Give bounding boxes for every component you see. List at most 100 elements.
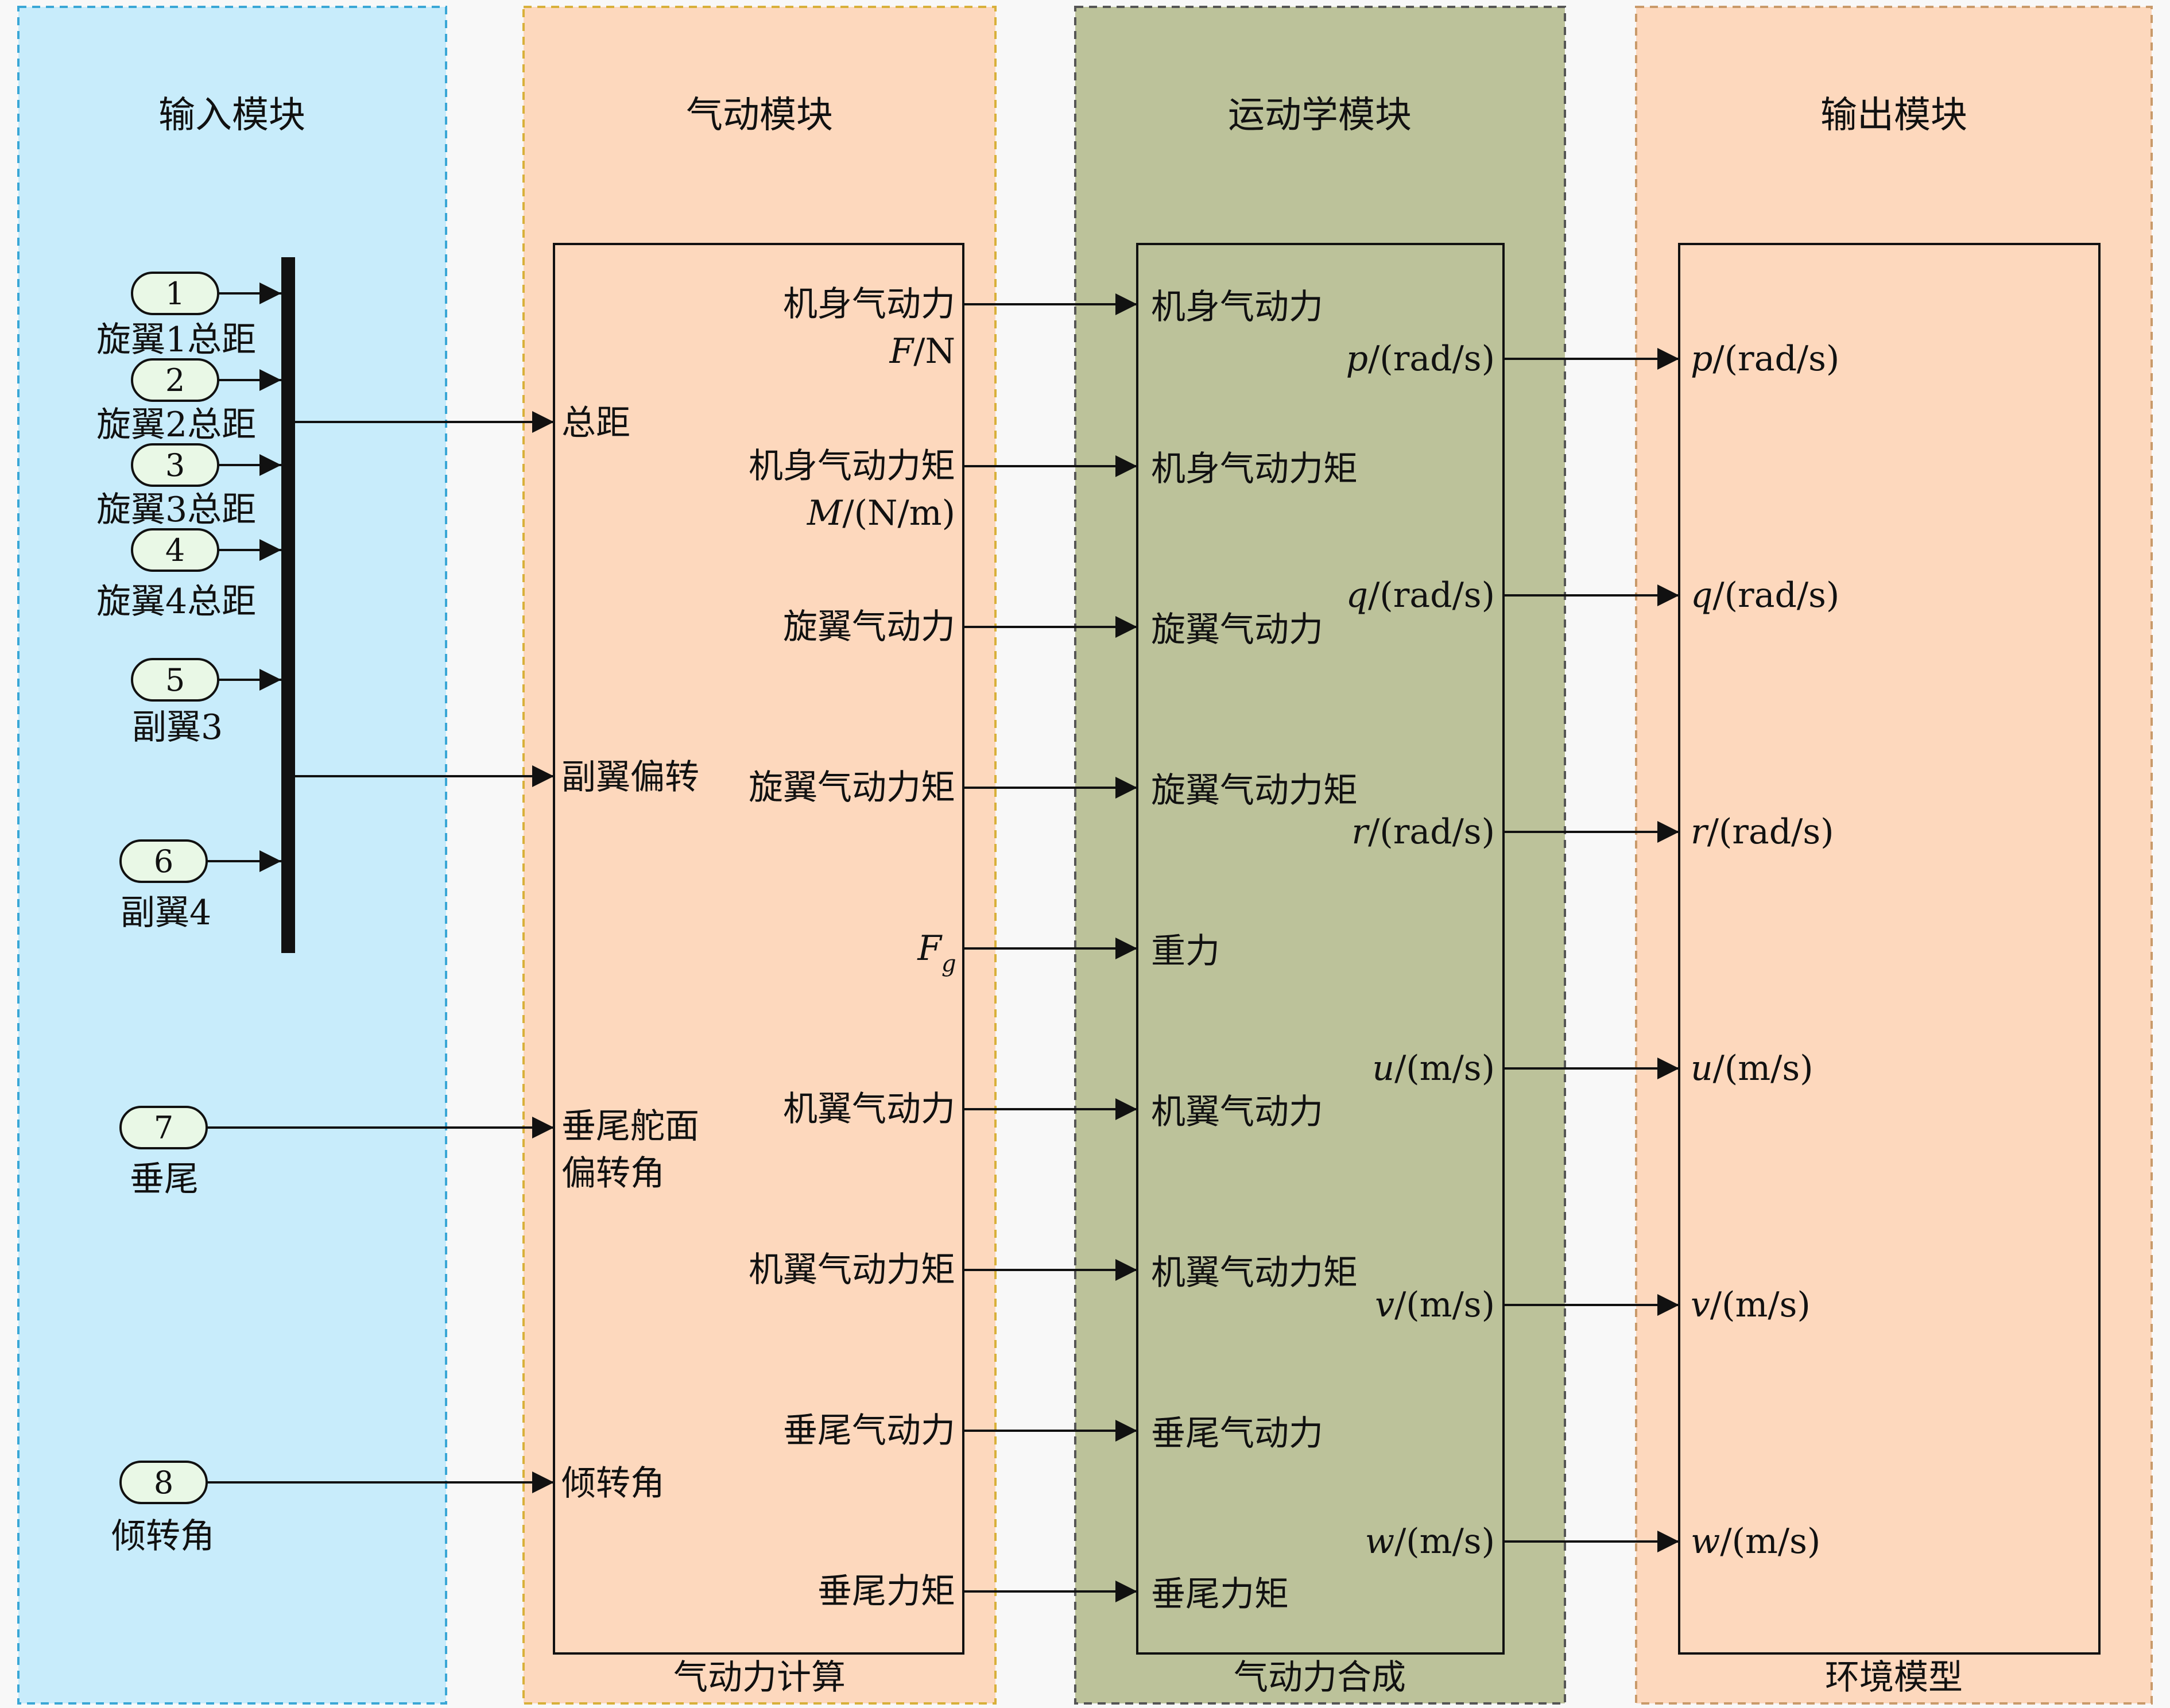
fuse-force-symbol: F — [889, 331, 915, 371]
fuse-moment-symbol: M — [807, 493, 843, 533]
aero-out-rotor-moment: 旋翼气动力矩 — [749, 768, 955, 808]
aero-out-tail-force: 垂尾气动力 — [783, 1411, 955, 1451]
inport-4-number: 4 — [165, 532, 185, 568]
kin-out-q: q/(rad/s) — [1346, 575, 1495, 615]
env-in-p-sym: p — [1691, 339, 1712, 379]
aero-out-wing-force: 机翼气动力 — [783, 1089, 955, 1129]
env-in-u: u/(m/s) — [1691, 1048, 1814, 1089]
env-in-v: v/(m/s) — [1691, 1285, 1811, 1325]
kin-out-w-unit: /(m/s) — [1394, 1521, 1495, 1562]
env-in-q-sym: q — [1691, 575, 1712, 615]
inport-5[interactable]: 5 — [131, 658, 219, 702]
aero-in-tilt: 倾转角 — [561, 1463, 665, 1504]
kin-out-v-sym: v — [1375, 1285, 1394, 1325]
aero-out-wing-moment: 机翼气动力矩 — [749, 1250, 955, 1290]
inport-4[interactable]: 4 — [131, 528, 219, 572]
inport-7-label: 垂尾 — [130, 1159, 199, 1199]
inport-3-label: 旋翼3总距 — [96, 490, 256, 530]
input-module-title: 输入模块 — [158, 94, 305, 137]
env-in-r-unit: /(rad/s) — [1707, 812, 1834, 852]
kin-in-fuse-moment: 机身气动力矩 — [1151, 449, 1358, 489]
inport-1[interactable]: 1 — [131, 272, 219, 315]
kin-out-q-sym: q — [1346, 575, 1368, 615]
kin-in-fuse-force: 机身气动力 — [1151, 287, 1323, 327]
kin-in-tail-force: 垂尾气动力 — [1151, 1413, 1323, 1454]
inport-8-label: 倾转角 — [111, 1516, 215, 1556]
kin-out-p-sym: p — [1346, 339, 1368, 379]
env-in-p-unit: /(rad/s) — [1712, 339, 1839, 379]
inport-1-label: 旋翼1总距 — [96, 320, 256, 360]
env-in-w: w/(m/s) — [1691, 1521, 1820, 1562]
aero-in-aileron: 副翼偏转 — [561, 757, 699, 797]
inport-8[interactable]: 8 — [119, 1461, 208, 1504]
aero-synthesis-block-label: 气动力合成 — [1234, 1657, 1406, 1698]
inport-6-label: 副翼4 — [121, 893, 211, 933]
kin-in-wing-force: 机翼气动力 — [1151, 1092, 1323, 1132]
inport-7[interactable]: 7 — [119, 1106, 208, 1149]
aero-module-title: 气动模块 — [686, 94, 833, 137]
inport-2[interactable]: 2 — [131, 358, 219, 402]
inport-6[interactable]: 6 — [119, 839, 208, 883]
kin-out-v-unit: /(m/s) — [1394, 1285, 1495, 1325]
kinematics-module-panel — [1074, 6, 1566, 1705]
env-model-block-label: 环境模型 — [1825, 1657, 1963, 1698]
inport-2-label: 旋翼2总距 — [96, 405, 256, 445]
inport-7-number: 7 — [154, 1110, 173, 1146]
env-in-r: r/(rad/s) — [1691, 812, 1834, 852]
aero-in-collective: 总距 — [561, 403, 630, 443]
output-module-title: 输出模块 — [1820, 94, 1967, 137]
kin-out-p-unit: /(rad/s) — [1368, 339, 1495, 379]
aero-out-rotor-force: 旋翼气动力 — [783, 607, 955, 647]
kin-out-r-sym: r — [1351, 812, 1370, 852]
aero-module-panel — [522, 6, 997, 1705]
aero-out-fuse-moment-unit: M/(N/m) — [807, 493, 955, 533]
kin-out-u-sym: u — [1372, 1048, 1394, 1089]
aero-in-rudder-line1: 垂尾舵面 — [561, 1106, 699, 1147]
kin-out-r: r/(rad/s) — [1351, 812, 1495, 852]
kin-in-tail-moment: 垂尾力矩 — [1151, 1574, 1289, 1614]
kin-out-u-unit: /(m/s) — [1394, 1048, 1495, 1089]
kin-out-v: v/(m/s) — [1375, 1285, 1495, 1325]
env-in-u-unit: /(m/s) — [1713, 1048, 1814, 1089]
inport-5-label: 副翼3 — [132, 707, 223, 748]
kinematics-module-title: 运动学模块 — [1228, 94, 1412, 137]
fuse-moment-unit: /(N/m) — [842, 493, 955, 533]
inport-3[interactable]: 3 — [131, 443, 219, 487]
inport-2-number: 2 — [165, 362, 185, 398]
kin-out-p: p/(rad/s) — [1346, 339, 1495, 379]
kin-in-wing-moment: 机翼气动力矩 — [1151, 1253, 1358, 1293]
output-module-panel — [1635, 6, 2153, 1705]
env-in-w-sym: w — [1691, 1521, 1720, 1562]
env-in-v-unit: /(m/s) — [1710, 1285, 1811, 1325]
inport-6-number: 6 — [154, 843, 173, 880]
inport-1-number: 1 — [165, 276, 185, 312]
aero-out-fuse-force: 机身气动力 — [783, 284, 955, 324]
env-in-q: q/(rad/s) — [1691, 575, 1839, 615]
input-module-panel — [17, 6, 447, 1705]
kin-in-rotor-moment: 旋翼气动力矩 — [1151, 770, 1358, 811]
aero-out-tail-moment: 垂尾力矩 — [817, 1571, 955, 1612]
aero-out-gravity: F — [917, 928, 943, 969]
kin-in-rotor-force: 旋翼气动力 — [1151, 610, 1323, 650]
aero-out-fuse-force-unit: F/N — [889, 331, 955, 371]
env-in-v-sym: v — [1691, 1285, 1710, 1325]
fuse-force-unit: /N — [913, 331, 955, 371]
inport-3-number: 3 — [165, 447, 185, 483]
env-in-r-sym: r — [1691, 812, 1709, 852]
env-in-p: p/(rad/s) — [1691, 339, 1839, 379]
kin-out-u: u/(m/s) — [1372, 1048, 1495, 1089]
aero-out-fuse-moment: 机身气动力矩 — [749, 446, 955, 486]
mux-bar[interactable] — [281, 257, 295, 953]
env-in-w-unit: /(m/s) — [1720, 1521, 1820, 1562]
inport-4-label: 旋翼4总距 — [96, 582, 256, 622]
kin-out-w-sym: w — [1365, 1521, 1394, 1562]
inport-8-number: 8 — [154, 1465, 173, 1501]
aero-calc-block-label: 气动力计算 — [673, 1657, 846, 1698]
environment-model-block[interactable] — [1678, 243, 2101, 1655]
aero-in-rudder-line2: 偏转角 — [561, 1153, 665, 1194]
inport-5-number: 5 — [165, 662, 185, 698]
env-in-q-unit: /(rad/s) — [1712, 575, 1839, 615]
kin-out-r-unit: /(rad/s) — [1368, 812, 1495, 852]
gravity-symbol: F — [917, 928, 943, 969]
